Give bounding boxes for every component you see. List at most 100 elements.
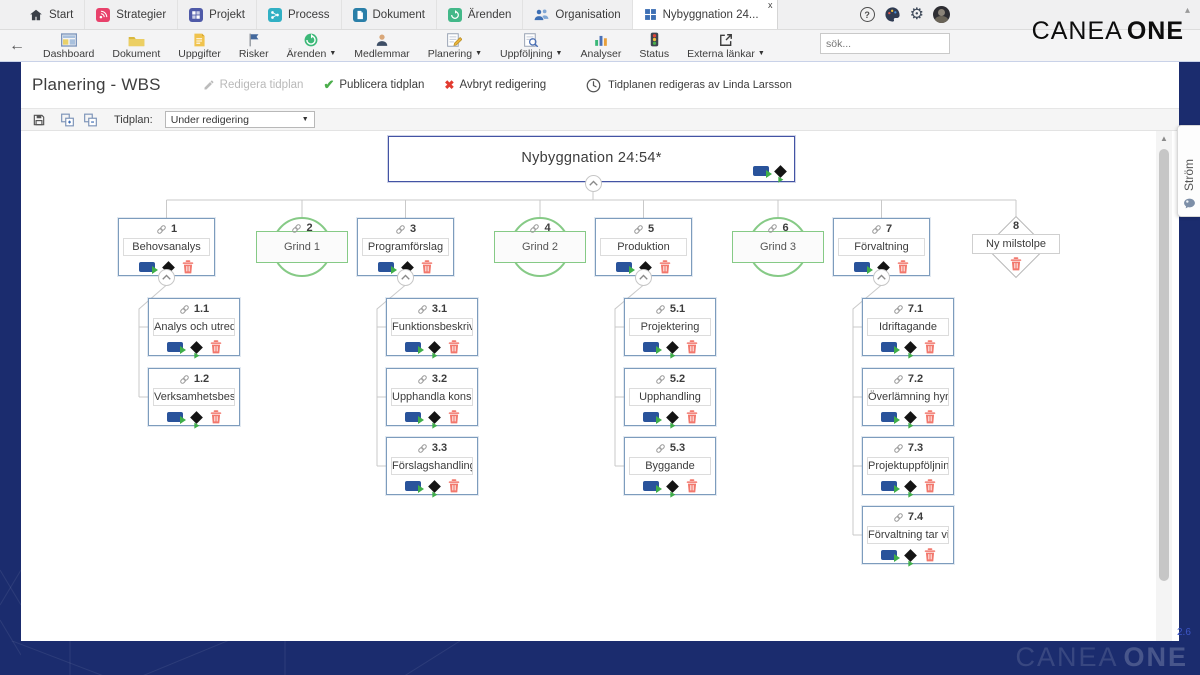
- delete-icon[interactable]: [448, 340, 460, 354]
- delete-icon[interactable]: [659, 260, 671, 274]
- user-avatar[interactable]: [933, 6, 950, 23]
- cancel-editing-button[interactable]: ✖ Avbryt redigering: [444, 78, 547, 92]
- link-icon[interactable]: [893, 512, 904, 523]
- delete-icon[interactable]: [686, 410, 698, 424]
- node-label-input[interactable]: Överlämning hyre...: [867, 388, 949, 406]
- add-activity-icon[interactable]: [880, 342, 900, 354]
- collapse-chevron-icon[interactable]: [584, 174, 602, 192]
- link-icon[interactable]: [179, 304, 190, 315]
- link-icon[interactable]: [633, 224, 644, 235]
- scroll-up-icon[interactable]: ▲: [1160, 134, 1168, 143]
- node-label-input[interactable]: Byggande: [629, 457, 711, 475]
- tab-start[interactable]: Start: [18, 0, 86, 29]
- link-icon[interactable]: [291, 223, 302, 234]
- gate-label-box[interactable]: Grind 3: [732, 231, 824, 263]
- gear-icon[interactable]: ⚙: [909, 5, 924, 23]
- modbar-item-planering[interactable]: Planering▼: [419, 30, 491, 62]
- tab-dokument[interactable]: Dokument: [342, 0, 437, 29]
- link-icon[interactable]: [767, 223, 778, 234]
- node-label-input[interactable]: Funktionsbeskrivn...: [391, 318, 473, 336]
- node-label-input[interactable]: Verksamhetsbeskr...: [153, 388, 235, 406]
- tab-nybyggnation-24[interactable]: Nybyggnation 24...x: [632, 0, 778, 29]
- add-activity-icon[interactable]: [404, 342, 424, 354]
- node-label-input[interactable]: Analys och utredi...: [153, 318, 235, 336]
- node-label-input[interactable]: Programförslag: [362, 238, 449, 256]
- delete-icon[interactable]: [182, 260, 194, 274]
- add-milestone-icon[interactable]: [665, 479, 679, 493]
- link-icon[interactable]: [871, 224, 882, 235]
- modbar-item-status[interactable]: Status: [630, 30, 678, 62]
- expand-all-icon[interactable]: [60, 113, 75, 127]
- wbs-task-node[interactable]: 3.1Funktionsbeskrivn...: [386, 298, 478, 356]
- add-milestone-icon[interactable]: [665, 410, 679, 424]
- add-milestone-icon[interactable]: [665, 340, 679, 354]
- add-activity-icon[interactable]: [642, 342, 662, 354]
- link-icon[interactable]: [417, 304, 428, 315]
- link-icon[interactable]: [156, 224, 167, 235]
- palette-icon[interactable]: [884, 6, 901, 23]
- add-activity-icon[interactable]: [642, 412, 662, 424]
- link-icon[interactable]: [893, 443, 904, 454]
- link-icon[interactable]: [655, 443, 666, 454]
- add-milestone-icon[interactable]: [903, 479, 917, 493]
- milestone-label-box[interactable]: Ny milstolpe: [972, 234, 1060, 254]
- delete-icon[interactable]: [686, 340, 698, 354]
- add-activity-icon[interactable]: [642, 481, 662, 493]
- search-input[interactable]: [826, 37, 961, 50]
- gate-label-box[interactable]: Grind 2: [494, 231, 586, 263]
- node-label-input[interactable]: Upphandling: [629, 388, 711, 406]
- node-label-input[interactable]: Förslagshandling: [391, 457, 473, 475]
- node-label-input[interactable]: Behovsanalys: [123, 238, 210, 256]
- collapse-bar-icon[interactable]: ▴: [1184, 5, 1190, 16]
- add-activity-icon[interactable]: [854, 262, 873, 274]
- node-label-input[interactable]: Förvaltning: [838, 238, 925, 256]
- delete-icon[interactable]: [448, 479, 460, 493]
- add-activity-icon[interactable]: [753, 166, 772, 178]
- save-icon[interactable]: [32, 113, 46, 127]
- publish-schedule-button[interactable]: ✔ Publicera tidplan: [323, 77, 425, 92]
- tab-strategier[interactable]: Strategier: [85, 0, 179, 29]
- tab-renden[interactable]: Ärenden: [437, 0, 524, 29]
- back-arrow-icon[interactable]: ←: [9, 36, 25, 54]
- modbar-item-dashboard[interactable]: Dashboard: [34, 30, 103, 62]
- modbar-item-renden[interactable]: Ärenden▼: [278, 30, 346, 62]
- link-icon[interactable]: [655, 374, 666, 385]
- add-activity-icon[interactable]: [166, 412, 186, 424]
- delete-icon[interactable]: [210, 340, 222, 354]
- tab-organisation[interactable]: Organisation: [523, 0, 633, 29]
- collapse-all-icon[interactable]: [83, 113, 98, 127]
- tidplan-dropdown[interactable]: Under redigering ▼: [164, 111, 315, 128]
- add-milestone-icon[interactable]: [774, 164, 787, 178]
- add-activity-icon[interactable]: [880, 550, 900, 562]
- tab-projekt[interactable]: Projekt: [178, 0, 257, 29]
- modbar-item-uppgifter[interactable]: Uppgifter: [169, 30, 230, 62]
- modbar-item-risker[interactable]: Risker: [230, 30, 278, 62]
- node-label-input[interactable]: Upphandla konsul...: [391, 388, 473, 406]
- chevron-down-icon[interactable]: ▼: [475, 50, 482, 57]
- scrollbar-thumb[interactable]: [1159, 149, 1169, 581]
- edit-schedule-button[interactable]: Redigera tidplan: [203, 79, 303, 91]
- link-icon[interactable]: [655, 304, 666, 315]
- add-activity-icon[interactable]: [404, 481, 424, 493]
- collapse-chevron-icon[interactable]: [635, 268, 652, 286]
- add-milestone-icon[interactable]: [189, 410, 203, 424]
- delete-icon[interactable]: [924, 340, 936, 354]
- chevron-down-icon[interactable]: ▼: [555, 50, 563, 57]
- delete-icon[interactable]: [924, 479, 936, 493]
- collapse-chevron-icon[interactable]: [397, 268, 414, 286]
- gate-label-box[interactable]: Grind 1: [256, 231, 348, 263]
- delete-icon[interactable]: [448, 410, 460, 424]
